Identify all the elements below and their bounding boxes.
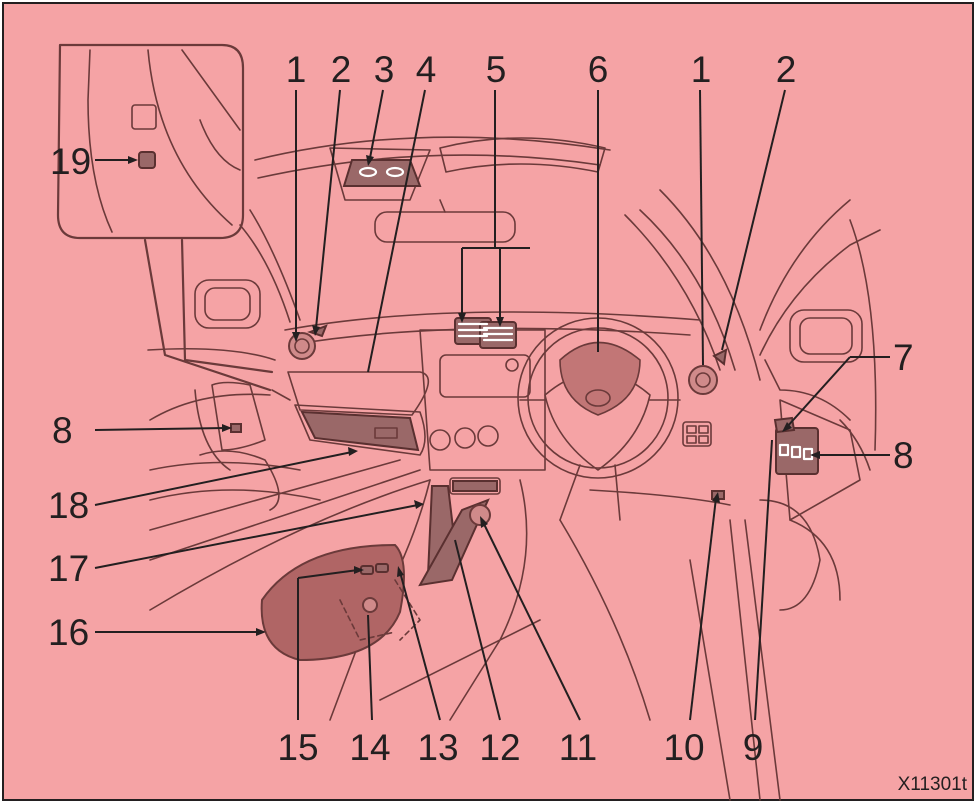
callout-labels: 1 2 3 4 5 6 1 2 7 8 9 10 11 12 13 14 15 …: [48, 49, 968, 795]
callout-14: 14: [349, 727, 390, 768]
figure-code: X11301t: [898, 774, 968, 795]
inset-frame: [56, 43, 245, 240]
right-side-vent: [688, 365, 718, 395]
center-switches: [452, 480, 498, 492]
callout-1-left: 1: [286, 49, 307, 90]
callout-1-right: 1: [691, 49, 712, 90]
callout-8-left: 8: [52, 410, 73, 451]
callout-19: 19: [50, 141, 91, 182]
window-switch-panel: [775, 427, 819, 475]
callout-8-right: 8: [893, 435, 914, 476]
right-defogger-vent: [712, 348, 728, 366]
power-outlet: [362, 597, 378, 613]
callout-2-left: 2: [331, 49, 352, 90]
map-light: [342, 159, 422, 187]
callout-17: 17: [48, 548, 89, 589]
left-door-switch: [230, 423, 242, 433]
callout-9: 9: [743, 727, 764, 768]
steering-airbag: [559, 341, 641, 416]
callout-15: 15: [277, 727, 318, 768]
callout-12: 12: [479, 727, 520, 768]
callout-13: 13: [417, 727, 458, 768]
glovebox: [300, 410, 420, 452]
callout-11: 11: [559, 727, 597, 768]
callout-6: 6: [588, 49, 609, 90]
callout-7: 7: [893, 337, 914, 378]
left-side-vent: [288, 332, 316, 360]
callout-4: 4: [416, 49, 437, 90]
callout-10: 10: [663, 727, 704, 768]
inset-switch: [138, 151, 156, 169]
callout-5: 5: [486, 49, 507, 90]
callout-18: 18: [48, 485, 89, 526]
console-switch-b: [375, 563, 389, 573]
leader-lines: [94, 89, 890, 721]
callout-2-right: 2: [776, 49, 797, 90]
callout-3: 3: [374, 49, 395, 90]
callout-16: 16: [48, 612, 89, 653]
